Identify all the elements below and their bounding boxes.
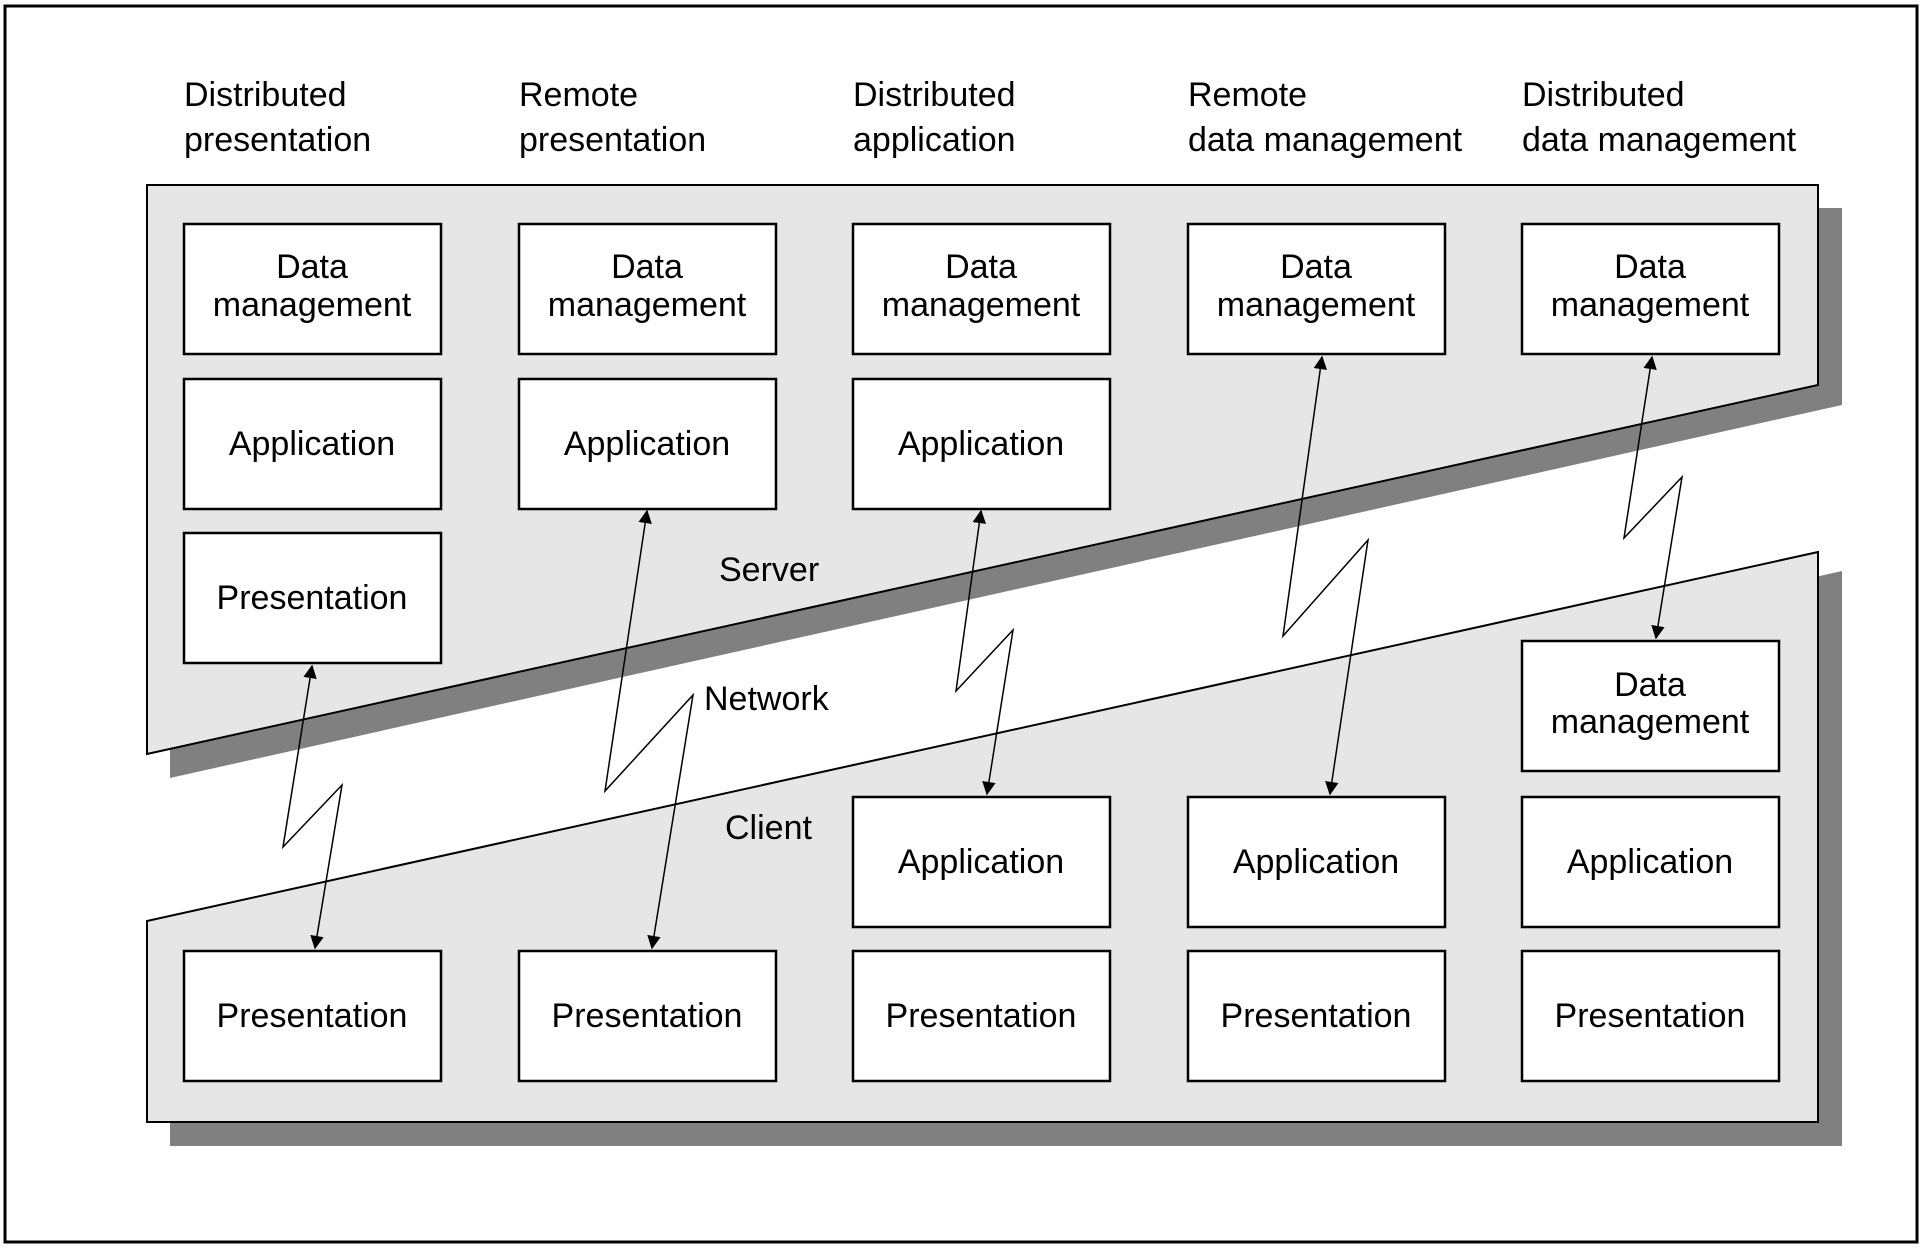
server-application-box: Application: [517, 377, 778, 511]
client-presentation-box: Presentation: [1186, 949, 1447, 1083]
network-link-col3: [954, 509, 1015, 796]
server-data-management-box: Data management: [1186, 222, 1447, 356]
client-application-box: Application: [1186, 795, 1447, 929]
box-label-line1: Data: [1614, 248, 1686, 286]
server-application-box: Application: [182, 377, 443, 511]
col2-heading-line1: Remote: [519, 76, 638, 114]
col4-heading-line2: data management: [1188, 121, 1463, 159]
box-label: Application: [564, 425, 730, 463]
box-label: Application: [898, 843, 1064, 881]
client-application-box: Application: [1520, 795, 1781, 929]
client-presentation-box: Presentation: [517, 949, 778, 1083]
client-presentation-box: Presentation: [1520, 949, 1781, 1083]
client-data-management-box: Data management: [1520, 639, 1781, 773]
box-label: Presentation: [886, 997, 1077, 1035]
col5-heading-line2: data management: [1522, 121, 1797, 159]
server-data-management-box: Data management: [182, 222, 443, 356]
box-label-line2: management: [1217, 286, 1416, 324]
server-data-management-box: Data management: [517, 222, 778, 356]
network-link-col5: [1622, 355, 1684, 640]
box-label: Application: [1567, 843, 1733, 881]
box-label-line2: management: [213, 286, 412, 324]
network-label: Network: [704, 680, 830, 718]
box-label-line1: Data: [1614, 666, 1686, 704]
server-data-management-box: Data management: [1520, 222, 1781, 356]
client-presentation-box: Presentation: [182, 949, 443, 1083]
box-label-line1: Data: [1280, 248, 1352, 286]
column-headings: Distributed presentation Remote presenta…: [184, 76, 1797, 159]
box-label: Presentation: [1221, 997, 1412, 1035]
col3-heading-line2: application: [853, 121, 1016, 159]
box-label-line2: management: [1551, 286, 1750, 324]
box-label: Application: [229, 425, 395, 463]
box-label: Presentation: [1555, 997, 1746, 1035]
client-presentation-box: Presentation: [851, 949, 1112, 1083]
client-label: Client: [725, 809, 812, 847]
network-link-col1: [281, 664, 344, 950]
box-label-line2: management: [882, 286, 1081, 324]
box-label-line2: management: [1551, 703, 1750, 741]
box-label-line1: Data: [611, 248, 683, 286]
box-label-line1: Data: [276, 248, 348, 286]
box-label: Application: [1233, 843, 1399, 881]
col2-heading-line2: presentation: [519, 121, 706, 159]
client-application-box: Application: [851, 795, 1112, 929]
network-link-col2: [603, 509, 695, 950]
box-label: Presentation: [217, 579, 408, 617]
col1-heading-line1: Distributed: [184, 76, 347, 114]
col3-heading-line1: Distributed: [853, 76, 1016, 114]
col1-heading-line2: presentation: [184, 121, 371, 159]
server-label: Server: [719, 551, 819, 589]
col4-heading-line1: Remote: [1188, 76, 1307, 114]
box-label: Application: [898, 425, 1064, 463]
box-label-line2: management: [548, 286, 747, 324]
network-link-col4: [1281, 355, 1370, 796]
box-label-line1: Data: [945, 248, 1017, 286]
box-label: Presentation: [217, 997, 408, 1035]
server-application-box: Application: [851, 377, 1112, 511]
server-data-management-box: Data management: [851, 222, 1112, 356]
server-presentation-box: Presentation: [182, 531, 443, 665]
col5-heading-line1: Distributed: [1522, 76, 1685, 114]
box-label: Presentation: [552, 997, 743, 1035]
